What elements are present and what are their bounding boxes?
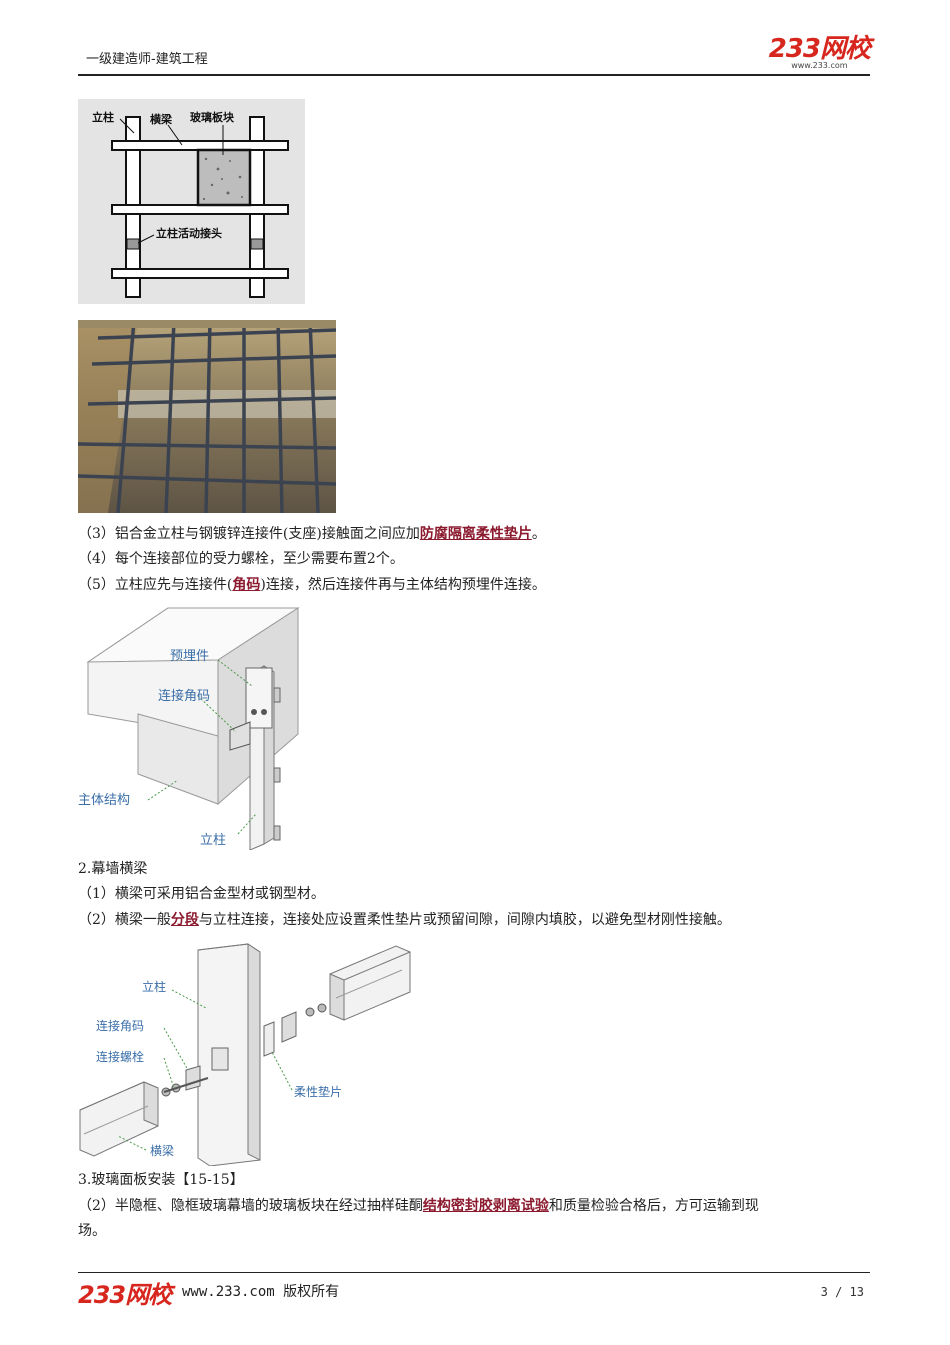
p5-highlight: 角码 <box>232 577 261 593</box>
fig4-label-beam: 横梁 <box>150 1143 174 1158</box>
fig3-label-connection-bracket: 连接角码 <box>158 688 210 704</box>
logo-url: www.233.com <box>791 61 848 70</box>
footer-logo[interactable]: 233网校 <box>78 1281 172 1309</box>
fig4-label-flexible-pad: 柔性垫片 <box>294 1084 342 1099</box>
paragraph-4: （4）每个连接部位的受力螺栓，至少需要布置2个。 <box>78 551 404 567</box>
curtain-wall-site-photo <box>78 320 336 513</box>
paragraph-5: （5）立柱应先与连接件(角码)连接，然后连接件再与主体结构预埋件连接。 <box>78 574 546 596</box>
fig3-label-embedded-part: 预埋件 <box>170 649 209 664</box>
p5-text: （5）立柱应先与连接件( <box>78 577 233 593</box>
section-3-title: 3.玻璃面板安装【15-15】 <box>78 1172 244 1188</box>
section-2-title: 2.幕墙横梁 <box>78 861 148 877</box>
section-2-paragraph-1: （1）横梁可采用铝合金型材或钢型材。 <box>78 886 325 902</box>
fig1-label-beam: 横梁 <box>150 112 173 126</box>
p5-end: )连接，然后连接件再与主体结构预埋件连接。 <box>260 577 546 593</box>
curtain-wall-schematic-figure: 立柱 横梁 玻璃板块 立柱活动接头 <box>78 99 305 304</box>
page-number: 3 / 13 <box>820 1285 864 1299</box>
page-header: 一级建造师-建筑工程 233网校 www.233.com <box>78 34 871 76</box>
fig3-label-main-structure: 主体结构 <box>78 793 130 808</box>
fig1-label-column-joint: 立柱活动接头 <box>156 226 222 240</box>
s2-p2-highlight: 分段 <box>170 912 199 928</box>
p3-highlight: 防腐隔离柔性垫片 <box>419 526 532 542</box>
section-3-paragraph-1: （2）半隐框、隐框玻璃幕墙的玻璃板块在经过抽样硅酮结构密封胶剥离试验和质量检验合… <box>78 1195 759 1217</box>
paragraph-3: （3）铝合金立柱与钢镀锌连接件(支座)接触面之间应加防腐隔离柔性垫片。 <box>78 523 546 545</box>
s2-p2-text: （2）横梁一般 <box>78 912 171 928</box>
column-connection-figure: 预埋件 连接角码 主体结构 立柱 <box>78 607 300 850</box>
fig3-label-column: 立柱 <box>200 833 226 848</box>
s2-p2-end: 与立柱连接，连接处应设置柔性垫片或预留间隙，间隙内填胶，以避免型材刚性接触。 <box>198 912 731 928</box>
footer-copyright: www.233.com 版权所有 <box>182 1284 340 1300</box>
fig1-label-glass-panel: 玻璃板块 <box>190 110 235 124</box>
section-2-paragraph-2: （2）横梁一般分段与立柱连接，连接处应设置柔性垫片或预留间隙，间隙内填胶，以避免… <box>78 909 731 931</box>
beam-connection-figure: 立柱 连接角码 连接螺栓 柔性垫片 横梁 <box>79 943 411 1166</box>
s3-p1-text: （2）半隐框、隐框玻璃幕墙的玻璃板块在经过抽样硅酮 <box>78 1198 423 1214</box>
header-title: 一级建造师-建筑工程 <box>86 52 208 67</box>
s3-p1-end: 和质量检验合格后，方可运输到现 <box>548 1198 759 1214</box>
page-footer: 233网校 www.233.com 版权所有 3 / 13 <box>78 1272 870 1313</box>
fig4-label-connection-bolt: 连接螺栓 <box>96 1049 144 1064</box>
s3-p1-highlight: 结构密封胶剥离试验 <box>422 1198 549 1214</box>
fig1-label-column: 立柱 <box>92 110 114 124</box>
site-logo[interactable]: 233网校 www.233.com <box>768 34 871 70</box>
fig4-label-column: 立柱 <box>142 979 166 994</box>
logo-text: 233网校 <box>768 34 871 64</box>
p3-end: 。 <box>531 526 546 542</box>
section-3-paragraph-1-line-2: 场。 <box>78 1223 106 1239</box>
fig4-label-connection-bracket: 连接角码 <box>96 1018 144 1033</box>
p3-text: （3）铝合金立柱与钢镀锌连接件(支座)接触面之间应加 <box>78 526 420 542</box>
